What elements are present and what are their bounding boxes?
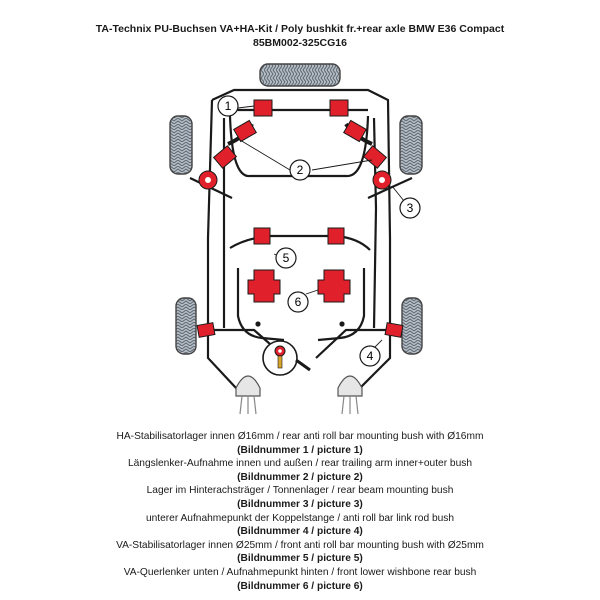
callout-5: 5: [275, 247, 297, 269]
svg-text:1: 1: [225, 99, 232, 113]
caption-4-text: unterer Aufnahmepunkt der Koppelstange /…: [145, 512, 455, 524]
svg-text:4: 4: [367, 349, 374, 363]
bush-4-link-rod-left: [196, 322, 216, 338]
caption-list: HA-Stabilisatorlager innen Ø16mm / rear …: [0, 430, 600, 593]
bush-1-rear-arb-right: [329, 99, 349, 117]
wheel-rear-right: [399, 115, 423, 175]
caption-4-picture: (Bildnummer 4 / picture 4): [237, 526, 363, 538]
wheel-rear-left: [169, 115, 193, 175]
caption-5-picture: (Bildnummer 5 / picture 5): [237, 553, 363, 565]
callout-6: 6: [287, 291, 309, 313]
caption-6-text: VA-Querlenker unten / Aufnahmepunkt hint…: [123, 566, 477, 578]
suspension-diagram: 1 2 3 4 5 6: [169, 63, 423, 415]
bush-1-rear-arb-left: [253, 99, 273, 117]
front-strut-right: [337, 375, 363, 415]
bush-2-trailing-arm-left-outer: [212, 145, 238, 169]
caption-5-text: VA-Stabilisatorlager innen Ø25mm / front…: [116, 539, 484, 551]
spare-tyre: [259, 63, 341, 87]
callout-3: 3: [399, 197, 421, 219]
caption-1-text: HA-Stabilisatorlager innen Ø16mm / rear …: [116, 431, 484, 442]
bush-2-trailing-arm-right-inner: [343, 119, 367, 143]
caption-3-picture: (Bildnummer 3 / picture 3): [237, 498, 363, 510]
svg-text:2: 2: [297, 163, 304, 177]
caption-3-text: Lager im Hinterachsträger / Tonnenlager …: [146, 485, 454, 497]
chassis-frame: [189, 88, 413, 392]
link-rod-detail: [262, 340, 311, 376]
svg-text:6: 6: [295, 295, 302, 309]
bush-2-trailing-arm-right-outer: [362, 145, 388, 169]
svg-text:5: 5: [283, 251, 290, 265]
bush-5-front-arb-left: [253, 227, 271, 245]
svg-text:3: 3: [407, 201, 414, 215]
callout-4: 4: [359, 345, 381, 367]
caption-2-picture: (Bildnummer 2 / picture 2): [237, 471, 363, 483]
caption-6-picture: (Bildnummer 6 / picture 6): [237, 580, 363, 592]
bush-5-front-arb-right: [327, 227, 345, 245]
bush-2-trailing-arm-left-inner: [233, 119, 257, 143]
callout-1: 1: [217, 95, 239, 117]
pivot-dots: [255, 321, 345, 327]
caption-1-picture: (Bildnummer 1 / picture 1): [237, 444, 363, 456]
bush-6-wishbone-right: [317, 269, 351, 303]
wheel-front-left: [175, 297, 197, 355]
bush-4-link-rod-right: [384, 322, 404, 338]
part-number: 85BM002-325CG16: [253, 37, 347, 49]
header: TA-Technix PU-Buchsen VA+HA-Kit / Poly b…: [0, 22, 600, 50]
bush-6-wishbone-left: [247, 269, 281, 303]
bush-3-rear-beam-right: [372, 170, 392, 190]
title: TA-Technix PU-Buchsen VA+HA-Kit / Poly b…: [95, 23, 505, 35]
front-strut-left: [235, 375, 261, 415]
caption-2-text: Längslenker-Aufnahme innen und außen / r…: [127, 458, 473, 470]
callout-2: 2: [289, 159, 311, 181]
wheel-front-right: [401, 297, 423, 355]
bush-3-rear-beam-left: [198, 170, 218, 190]
